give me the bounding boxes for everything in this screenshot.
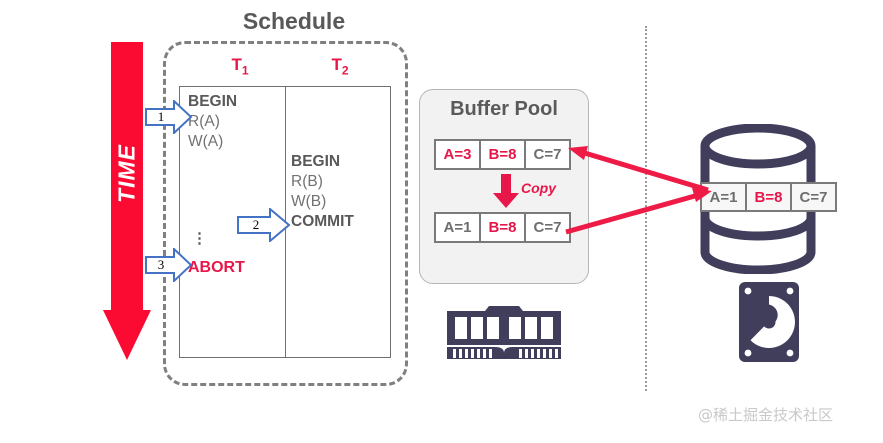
transaction-header-t1: T1 bbox=[200, 55, 280, 77]
callout-arrow-1: 1 bbox=[145, 100, 192, 134]
callout-2-number: 2 bbox=[252, 217, 260, 232]
copy-down-arrow-icon bbox=[493, 174, 519, 208]
t1-subscript: 1 bbox=[241, 63, 249, 78]
buffer-database-flow-arrows bbox=[560, 140, 720, 240]
db-cell-b: B=8 bbox=[745, 182, 792, 212]
t1-letter: T bbox=[231, 55, 242, 74]
buffer-cell-b-after: B=8 bbox=[479, 212, 526, 243]
t1-operations: BEGIN R(A) W(A) bbox=[188, 92, 237, 152]
callout-arrow-2: 2 bbox=[237, 208, 290, 242]
schedule-title: Schedule bbox=[242, 8, 346, 34]
t1-op-read-a: R(A) bbox=[188, 113, 220, 130]
t2-letter: T bbox=[331, 55, 342, 74]
arrow-db-to-buffer bbox=[568, 146, 709, 193]
transaction-header-t2: T2 bbox=[300, 55, 380, 77]
buffer-pool-row-after: A=1 B=8 C=7 bbox=[434, 212, 571, 243]
watermark-text: @稀土掘金技术社区 bbox=[698, 406, 834, 424]
buffer-cell-a-before: A=3 bbox=[434, 139, 481, 170]
buffer-pool-title: Buffer Pool bbox=[450, 98, 558, 120]
callout-arrow-3: 3 bbox=[145, 248, 192, 282]
hard-disk-icon bbox=[738, 281, 800, 363]
buffer-cell-c-after: C=7 bbox=[524, 212, 571, 243]
copy-label: Copy bbox=[521, 180, 556, 196]
t1-ellipsis: ⋮ bbox=[192, 230, 207, 247]
t1-op-begin: BEGIN bbox=[188, 93, 238, 110]
t2-op-read-b: R(B) bbox=[291, 173, 323, 190]
time-axis-arrow bbox=[103, 42, 151, 360]
callout-1-number: 1 bbox=[157, 109, 165, 124]
schedule-dashed-container bbox=[163, 41, 408, 386]
ram-memory-icon bbox=[445, 305, 563, 363]
t2-op-commit: COMMIT bbox=[291, 213, 354, 230]
db-cell-c: C=7 bbox=[790, 182, 837, 212]
t2-op-write-b: W(B) bbox=[291, 193, 327, 210]
t2-subscript: 2 bbox=[341, 63, 349, 78]
t1-abort-label: ABORT bbox=[188, 259, 245, 276]
buffer-cell-b-before: B=8 bbox=[479, 139, 526, 170]
buffer-cell-c-before: C=7 bbox=[524, 139, 571, 170]
t1-op-write-a: W(A) bbox=[188, 133, 224, 150]
database-page-row: A=1 B=8 C=7 bbox=[700, 182, 837, 212]
t2-operations: BEGIN R(B) W(B) COMMIT bbox=[291, 152, 354, 232]
callout-3-number: 3 bbox=[157, 257, 165, 272]
arrow-buffer-to-db bbox=[565, 188, 712, 235]
buffer-cell-a-after: A=1 bbox=[434, 212, 481, 243]
t2-op-begin: BEGIN bbox=[291, 153, 341, 170]
buffer-pool-row-before: A=3 B=8 C=7 bbox=[434, 139, 571, 170]
